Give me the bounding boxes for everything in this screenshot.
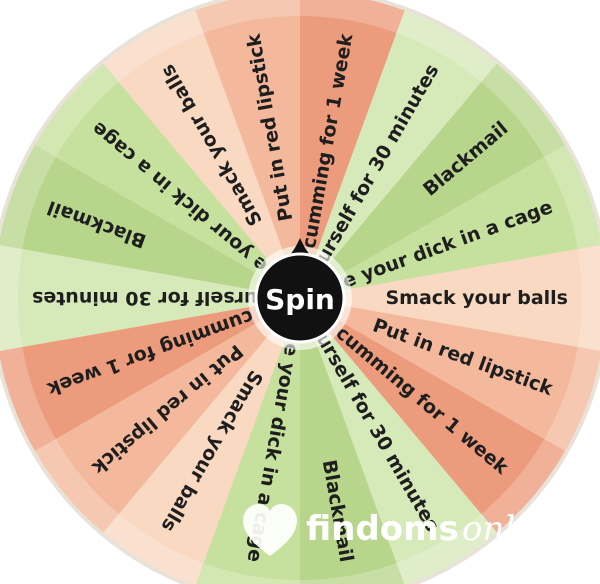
wheel-slice: [34, 63, 301, 299]
wheel-slice: [300, 298, 566, 533]
wheel-slice-rim: [577, 245, 600, 351]
wheel-slice: [195, 0, 300, 298]
wheel-slice: [34, 298, 301, 533]
wheel-slice: [300, 298, 497, 584]
wheel-slice-rim: [34, 439, 119, 533]
wheel-slice: [300, 298, 600, 451]
wheel-slice-rim: [103, 514, 204, 584]
heart-icon: [243, 504, 297, 556]
spin-button-label[interactable]: Spin: [265, 283, 335, 316]
wheel-slice-rim: [396, 10, 497, 82]
watermark-suffix: only: [462, 509, 535, 549]
wheel-slice: [0, 245, 300, 351]
wheel-slice-rim: [195, 0, 300, 34]
wheel-slice-rim: [103, 10, 204, 82]
wheel-slice-rim: [195, 562, 300, 584]
spin-button[interactable]: Spin: [254, 238, 346, 344]
wheel-slice-rim: [481, 63, 566, 157]
wheel-slice: [103, 10, 300, 298]
wheel-slice-rim: [396, 514, 497, 584]
wheel-slice-label: Smack your balls: [385, 287, 568, 309]
wheel-slice-rim: [0, 245, 23, 351]
wheel-slice: [103, 298, 300, 584]
wheel-slice: [300, 145, 600, 298]
wheel-slice: [0, 145, 300, 298]
wheel-slice-rim: [0, 145, 56, 250]
watermark: findoms only: [243, 504, 591, 556]
wheel-slice-rim: [300, 0, 405, 34]
wheel-slice: [300, 10, 497, 298]
spin-button-circle[interactable]: [254, 252, 346, 344]
wheel-slice-rim: [0, 346, 56, 451]
wheel-slice: [300, 0, 405, 298]
wheel-slice: [300, 63, 566, 299]
wheel-slice-rim: [481, 439, 566, 533]
arrow-icon: [544, 508, 591, 530]
wheel-slice-rim: [544, 346, 600, 451]
wheel-slice-rim: [300, 562, 405, 584]
wheel-slice-rim: [34, 63, 119, 157]
wheel-slice: [0, 298, 300, 451]
wheel-slice: [300, 298, 405, 584]
wheel-slice-rim: [544, 145, 600, 250]
watermark-brand: findoms: [306, 509, 459, 549]
wheel-slice: [300, 245, 600, 351]
